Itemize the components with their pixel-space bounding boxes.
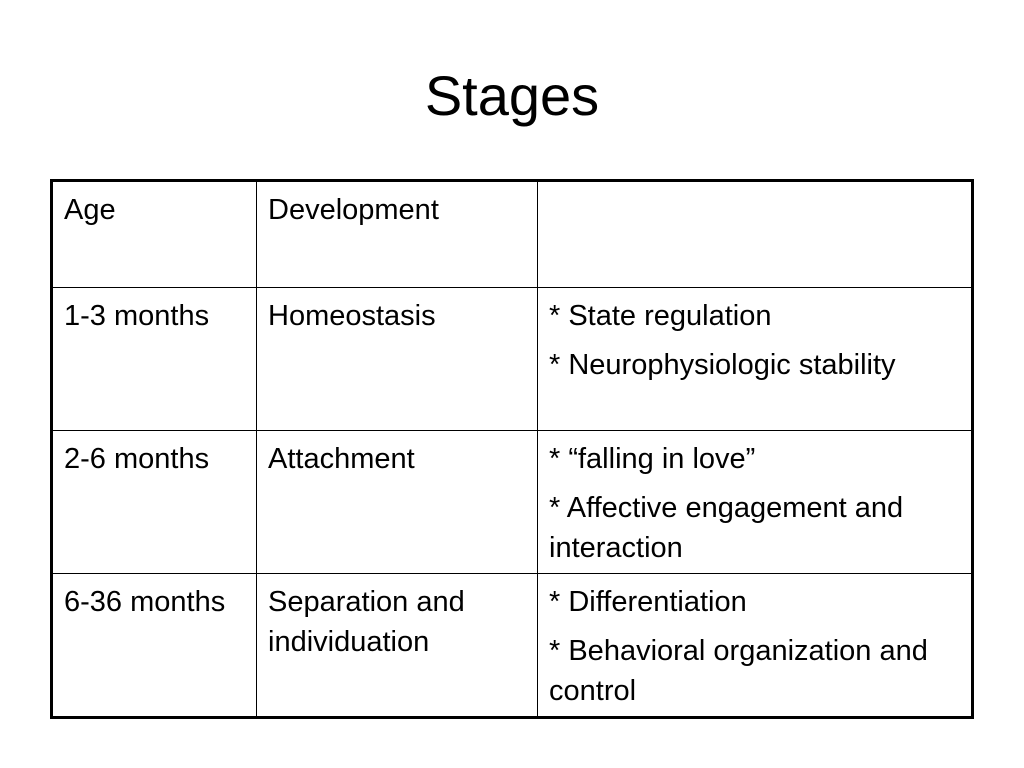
detail-item: * Neurophysiologic stability: [549, 349, 896, 381]
detail-item: * State regulation: [549, 300, 772, 332]
detail-item: * Behavioral organization and control: [549, 635, 928, 707]
table-row: 6-36 months Separation and individuation…: [51, 573, 973, 718]
detail-item: * “falling in love”: [549, 443, 756, 475]
table-row: 2-6 months Attachment * “falling in love…: [51, 430, 973, 574]
header-cell-development: Development: [256, 180, 538, 288]
detail-item: * Differentiation: [549, 586, 747, 618]
age-cell: 1-3 months: [51, 287, 257, 431]
stages-table: Age Development 1-3 months Homeostasis *…: [50, 179, 974, 719]
development-cell: Separation and individuation: [256, 573, 538, 718]
age-cell: 6-36 months: [51, 573, 257, 718]
detail-item: * Affective engagement and interaction: [549, 492, 904, 564]
details-cell: * State regulation * Neurophysiologic st…: [537, 287, 973, 431]
details-cell: * “falling in love” * Affective engageme…: [537, 430, 973, 574]
details-cell: * Differentiation * Behavioral organizat…: [537, 573, 973, 718]
age-cell: 2-6 months: [51, 430, 257, 574]
table-row: 1-3 months Homeostasis * State regulatio…: [51, 287, 973, 431]
header-cell-details: [537, 180, 973, 288]
development-cell: Attachment: [256, 430, 538, 574]
header-cell-age: Age: [51, 180, 257, 288]
development-cell: Homeostasis: [256, 287, 538, 431]
slide-title: Stages: [424, 64, 600, 127]
table-header-row: Age Development: [51, 180, 973, 288]
